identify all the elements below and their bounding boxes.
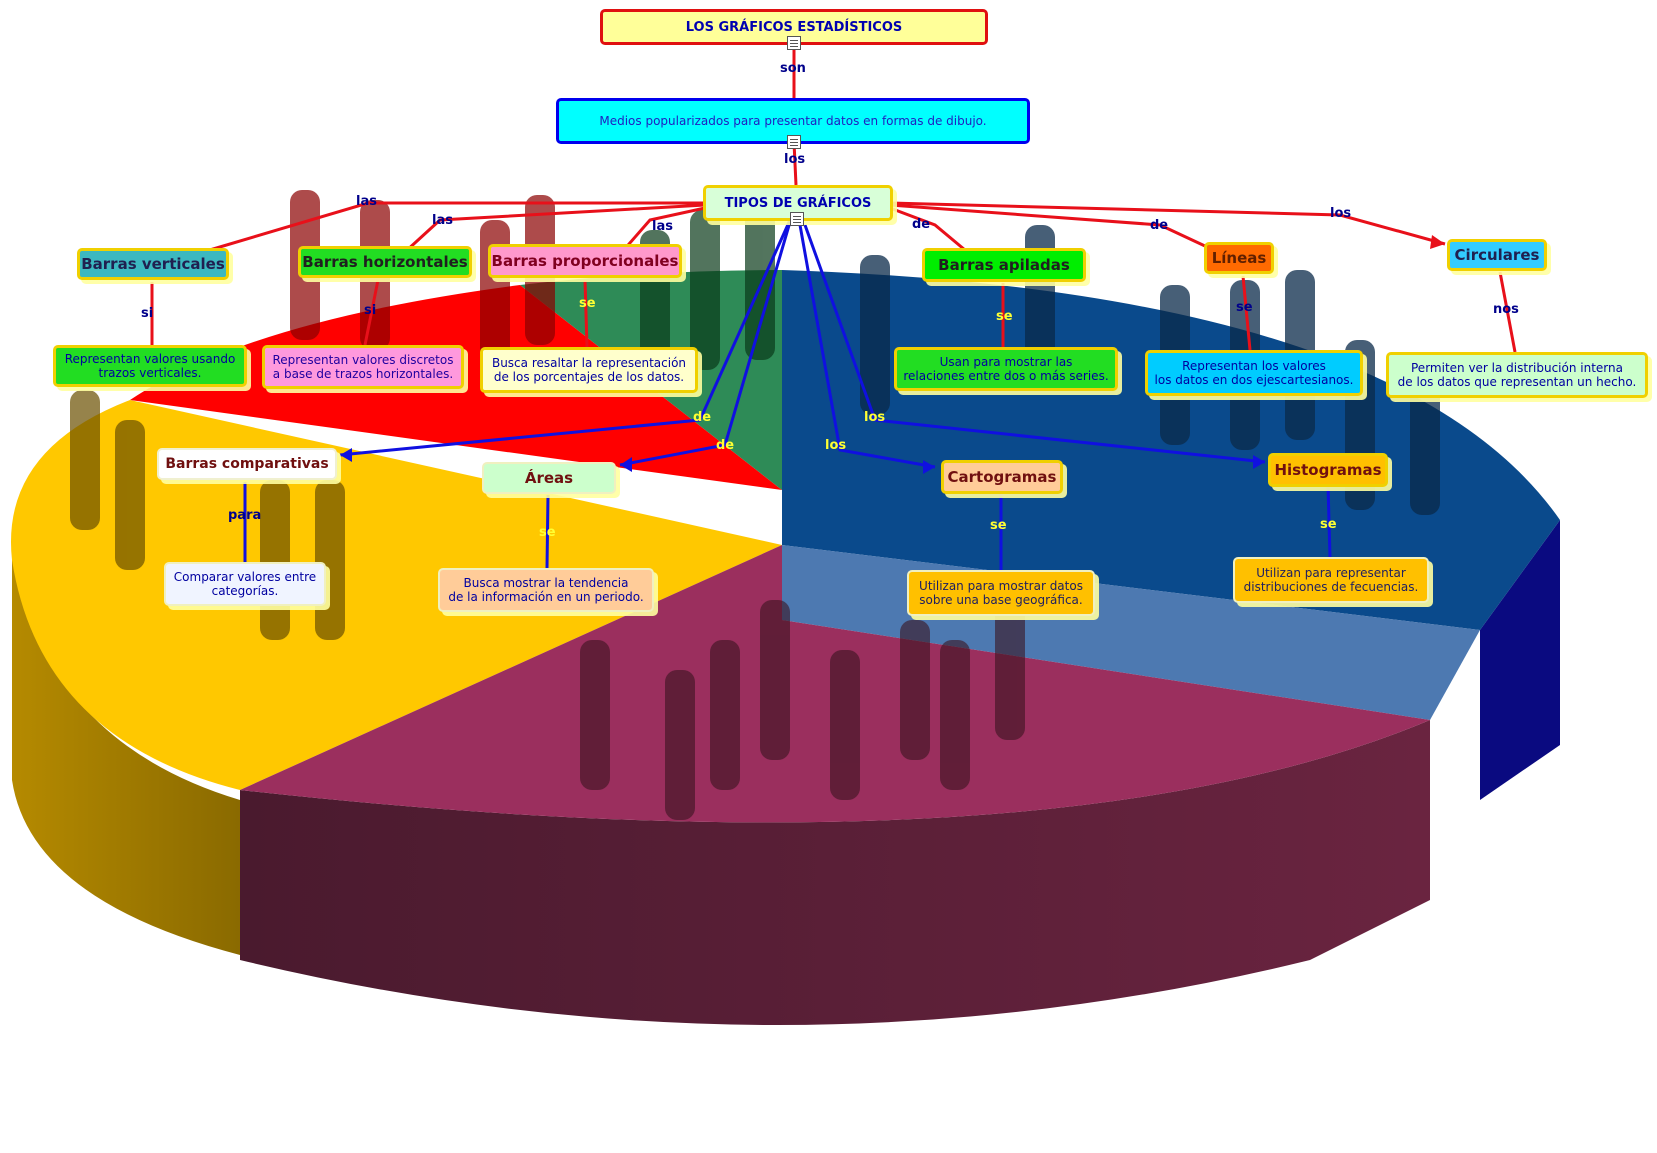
- link-si: si: [141, 306, 154, 321]
- circulares-title: Circulares: [1454, 246, 1540, 264]
- cartogramas-node[interactable]: Cartogramas: [941, 460, 1063, 494]
- people-silhouettes: [580, 600, 1025, 820]
- barras-verticales-desc-text: Representan valores usando trazos vertic…: [64, 352, 236, 380]
- barras-apiladas-desc-text: Usan para mostrar las relaciones entre d…: [903, 355, 1109, 383]
- barras-verticales-desc[interactable]: Representan valores usando trazos vertic…: [53, 345, 247, 387]
- barras-apiladas-desc[interactable]: Usan para mostrar las relaciones entre d…: [894, 347, 1118, 391]
- root-title: LOS GRÁFICOS ESTADÍSTICOS: [685, 19, 903, 35]
- barras-horizontales-desc-text: Representan valores discretos a base de …: [272, 353, 454, 381]
- link-las: las: [652, 219, 673, 234]
- areas-desc[interactable]: Busca mostrar la tendencia de la informa…: [438, 568, 654, 612]
- pie-side-magenta: [240, 720, 1430, 1025]
- areas-title: Áreas: [524, 469, 574, 487]
- circulares-desc[interactable]: Permiten ver la distribución interna de …: [1386, 352, 1648, 398]
- link-los: los: [825, 438, 847, 453]
- barras-horizontales-title: Barras horizontales: [302, 253, 468, 271]
- link-para: para: [228, 508, 262, 523]
- notes-icon[interactable]: [790, 212, 804, 226]
- areas-desc-text: Busca mostrar la tendencia de la informa…: [448, 576, 644, 604]
- barras-proporcionales-node[interactable]: Barras proporcionales: [488, 244, 682, 278]
- histogramas-node[interactable]: Histogramas: [1268, 453, 1388, 487]
- pie-side-blue: [1480, 520, 1560, 800]
- link-los: los: [864, 410, 886, 425]
- connector-lines: [150, 48, 1517, 570]
- link-se: se: [1236, 300, 1253, 315]
- notes-icon[interactable]: [787, 135, 801, 149]
- link-de: de: [1150, 218, 1169, 233]
- link-de: de: [912, 217, 931, 232]
- barras-comparativas-title: Barras comparativas: [165, 456, 329, 472]
- link-de: de: [716, 438, 735, 453]
- areas-node[interactable]: Áreas: [482, 462, 616, 494]
- link-de: de: [693, 410, 712, 425]
- circulares-node[interactable]: Circulares: [1447, 239, 1547, 271]
- barras-proporcionales-title: Barras proporcionales: [491, 252, 679, 270]
- link-se: se: [579, 296, 596, 311]
- lineas-title: Líneas: [1211, 249, 1267, 267]
- lineas-node[interactable]: Líneas: [1204, 242, 1274, 274]
- barras-proporcionales-desc-text: Busca resaltar la representación de los …: [491, 356, 687, 384]
- barras-comparativas-node[interactable]: Barras comparativas: [157, 448, 337, 480]
- link-los: los: [784, 152, 806, 167]
- barras-comparativas-desc-text: Comparar valores entre categorías.: [173, 570, 317, 598]
- cartogramas-desc[interactable]: Utilizan para mostrar datos sobre una ba…: [907, 570, 1095, 616]
- link-los: los: [1330, 206, 1352, 221]
- lineas-desc[interactable]: Representan los valores los datos en dos…: [1145, 350, 1363, 396]
- barras-horizontales-desc[interactable]: Representan valores discretos a base de …: [262, 345, 464, 389]
- pie-side-yellow: [12, 545, 240, 955]
- link-se: se: [1320, 517, 1337, 532]
- types-title: TIPOS DE GRÁFICOS: [724, 195, 872, 211]
- arrowheads: [340, 235, 1445, 474]
- link-si: si: [364, 303, 377, 318]
- barras-comparativas-desc[interactable]: Comparar valores entre categorías.: [164, 562, 326, 606]
- barras-verticales-title: Barras verticales: [81, 255, 225, 273]
- barras-proporcionales-desc[interactable]: Busca resaltar la representación de los …: [480, 347, 698, 393]
- lineas-desc-text: Representan los valores los datos en dos…: [1154, 359, 1354, 387]
- link-se: se: [996, 309, 1013, 324]
- histogramas-desc-text: Utilizan para representar distribuciones…: [1243, 566, 1419, 594]
- definition-text: Medios popularizados para presentar dato…: [599, 114, 987, 128]
- barras-apiladas-title: Barras apiladas: [938, 256, 1070, 274]
- barras-horizontales-node[interactable]: Barras horizontales: [298, 246, 472, 278]
- link-las: las: [356, 194, 377, 209]
- histogramas-desc[interactable]: Utilizan para representar distribuciones…: [1233, 557, 1429, 603]
- barras-verticales-node[interactable]: Barras verticales: [77, 248, 229, 280]
- cartogramas-desc-text: Utilizan para mostrar datos sobre una ba…: [919, 579, 1083, 607]
- link-las: las: [432, 213, 453, 228]
- link-se: se: [539, 525, 556, 540]
- barras-apiladas-node[interactable]: Barras apiladas: [922, 248, 1086, 282]
- histogramas-title: Histogramas: [1274, 461, 1382, 479]
- link-se: se: [990, 518, 1007, 533]
- link-son: son: [780, 61, 806, 76]
- circulares-desc-text: Permiten ver la distribución interna de …: [1397, 361, 1637, 389]
- link-nos: nos: [1493, 302, 1519, 317]
- cartogramas-title: Cartogramas: [947, 468, 1057, 486]
- notes-icon[interactable]: [787, 36, 801, 50]
- pie-slice-yellow: [10, 400, 783, 790]
